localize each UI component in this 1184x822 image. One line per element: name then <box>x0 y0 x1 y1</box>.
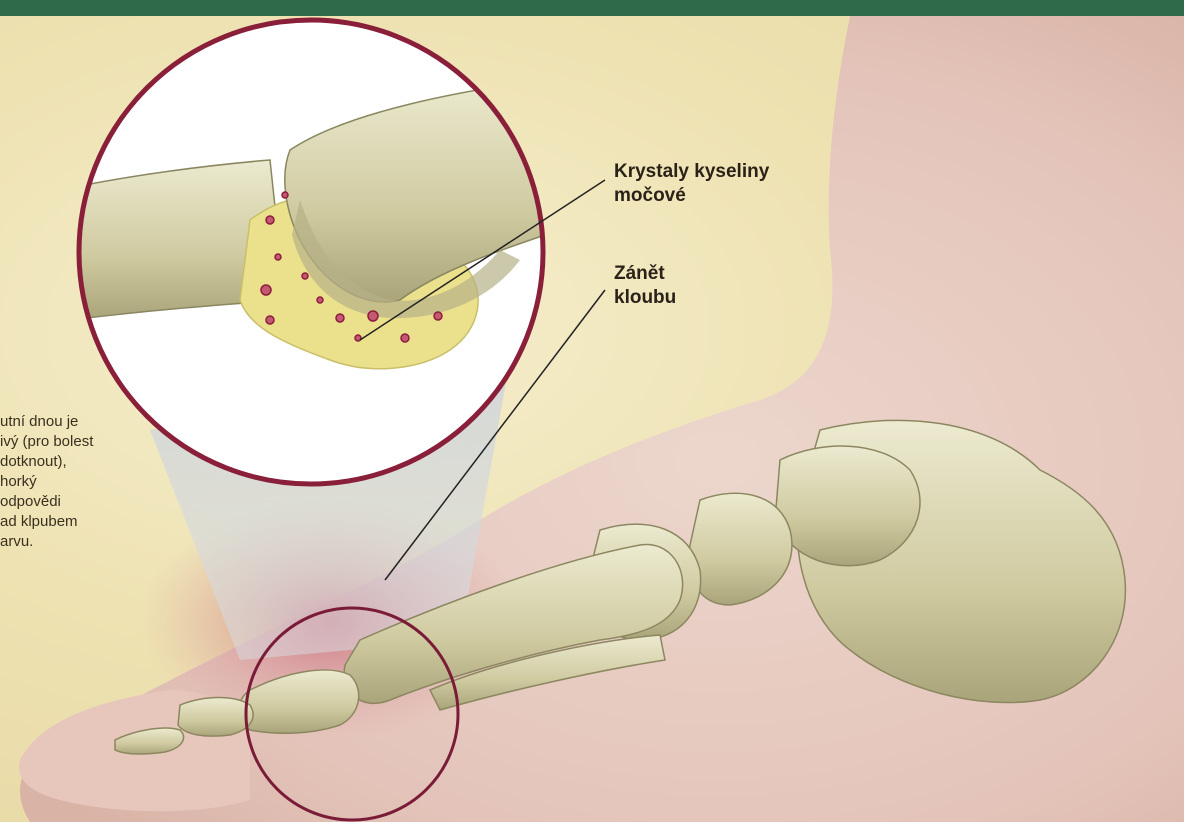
crystals-label: Krystaly kyseliny močové <box>614 160 769 208</box>
header-band <box>0 0 1184 16</box>
side-caption-text: utní dnou je ivý (pro bolest dotknout), … <box>0 412 160 552</box>
inflammation-label: Zánět kloubu <box>614 262 676 310</box>
